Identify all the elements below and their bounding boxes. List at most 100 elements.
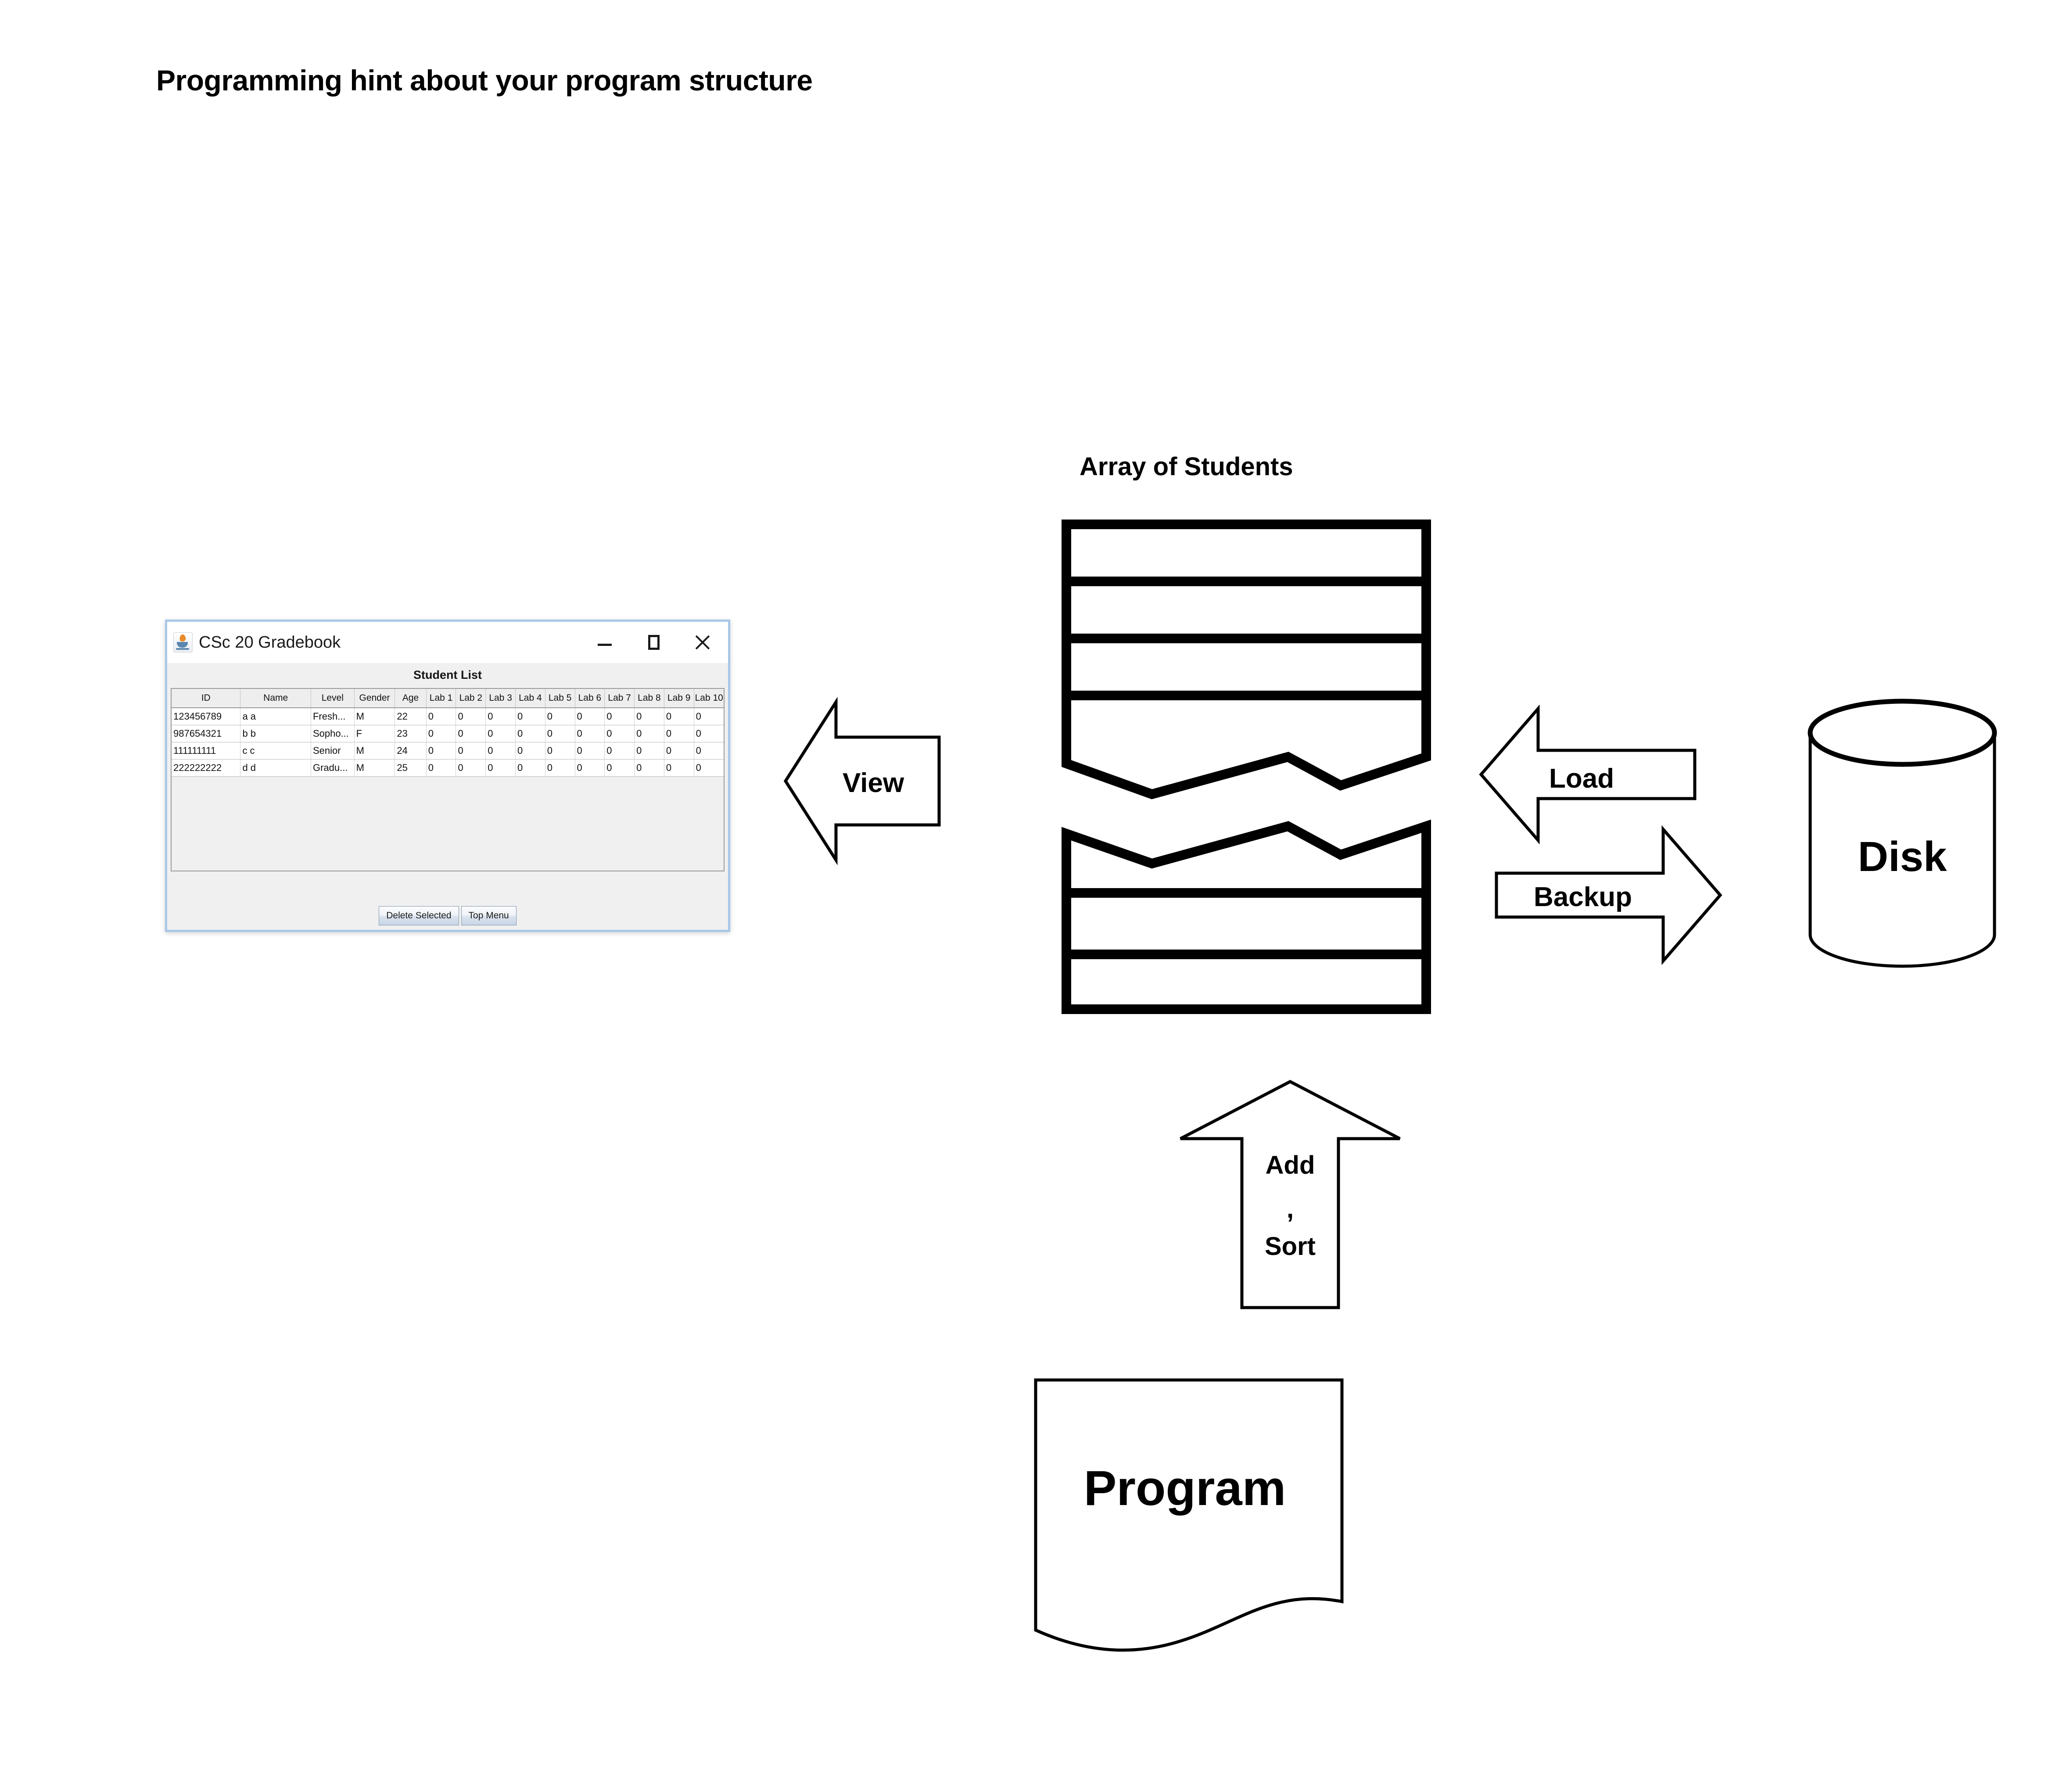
table-cell[interactable]: 0 [604, 725, 635, 742]
column-header-lab-4[interactable]: Lab 4 [515, 689, 545, 708]
table-cell[interactable]: 0 [426, 742, 456, 760]
table-cell[interactable]: c c [240, 742, 311, 760]
column-header-lab-2[interactable]: Lab 2 [456, 689, 486, 708]
table-cell[interactable]: 0 [545, 759, 575, 777]
array-top-block [1062, 520, 1431, 799]
table-cell[interactable]: F [354, 725, 395, 742]
table-cell[interactable]: 987654321 [172, 725, 241, 742]
view-arrow: View [783, 697, 941, 865]
table-cell[interactable]: 0 [515, 725, 545, 742]
table-cell[interactable]: 22 [395, 708, 427, 725]
column-header-lab-6[interactable]: Lab 6 [575, 689, 605, 708]
column-header-lab-1[interactable]: Lab 1 [426, 689, 456, 708]
column-header-lab-10[interactable]: Lab 10 [694, 689, 724, 708]
table-cell[interactable]: 0 [485, 708, 516, 725]
maximize-icon[interactable] [644, 632, 664, 652]
table-cell[interactable]: 23 [395, 725, 427, 742]
program-label: Program [1084, 1461, 1286, 1516]
column-header-lab-9[interactable]: Lab 9 [664, 689, 694, 708]
top-menu-button[interactable]: Top Menu [461, 906, 517, 925]
table-cell[interactable]: 0 [575, 759, 605, 777]
table-cell[interactable]: 0 [604, 759, 635, 777]
table-cell[interactable]: 0 [664, 708, 694, 725]
column-header-name[interactable]: Name [240, 689, 311, 708]
table-cell[interactable]: M [354, 759, 395, 777]
table-cell[interactable]: 0 [456, 759, 486, 777]
table-cell[interactable]: 0 [634, 708, 664, 725]
table-empty-area [172, 777, 724, 871]
window-controls [595, 622, 713, 663]
table-cell[interactable]: M [354, 708, 395, 725]
table-cell[interactable]: 0 [515, 759, 545, 777]
table-cell[interactable]: 0 [664, 742, 694, 760]
table-cell[interactable]: 0 [426, 708, 456, 725]
table-cell[interactable]: 123456789 [172, 708, 241, 725]
delete-selected-button[interactable]: Delete Selected [379, 906, 459, 925]
column-header-gender[interactable]: Gender [354, 689, 395, 708]
table-cell[interactable]: 0 [694, 725, 724, 742]
table-cell[interactable]: 0 [545, 725, 575, 742]
close-icon[interactable] [693, 632, 713, 652]
table-cell[interactable]: 24 [395, 742, 427, 760]
table-cell[interactable]: 0 [426, 725, 456, 742]
table-cell[interactable]: 0 [515, 742, 545, 760]
column-header-lab-5[interactable]: Lab 5 [545, 689, 575, 708]
table-cell[interactable]: 0 [456, 708, 486, 725]
sort-arrow-label: Sort [1265, 1232, 1316, 1261]
table-cell[interactable]: 0 [634, 725, 664, 742]
table-cell[interactable]: Sopho... [311, 725, 355, 742]
table-cell[interactable]: 0 [456, 742, 486, 760]
program-document: Program [1034, 1378, 1344, 1652]
table-cell[interactable]: Fresh... [311, 708, 355, 725]
table-cell[interactable]: 111111111 [172, 742, 241, 760]
column-header-age[interactable]: Age [395, 689, 427, 708]
column-header-lab-8[interactable]: Lab 8 [634, 689, 664, 708]
column-header-id[interactable]: ID [172, 689, 241, 708]
table-cell[interactable]: 0 [694, 742, 724, 760]
window-button-bar: Delete Selected Top Menu [167, 906, 728, 925]
column-header-lab-3[interactable]: Lab 3 [485, 689, 516, 708]
table-cell[interactable]: 0 [545, 708, 575, 725]
table-cell[interactable]: Senior [311, 742, 355, 760]
table-cell[interactable]: 0 [634, 759, 664, 777]
table-cell[interactable]: a a [240, 708, 311, 725]
table-cell[interactable]: 0 [694, 759, 724, 777]
table-cell[interactable]: 0 [634, 742, 664, 760]
table-cell[interactable]: 0 [575, 725, 605, 742]
table-cell[interactable]: 0 [604, 708, 635, 725]
backup-arrow: Backup [1495, 825, 1722, 965]
table-cell[interactable]: 0 [485, 725, 516, 742]
student-list-heading: Student List [413, 668, 482, 681]
table-cell[interactable]: 0 [575, 708, 605, 725]
table-cell[interactable]: M [354, 742, 395, 760]
table-cell[interactable]: 0 [604, 742, 635, 760]
gradebook-window[interactable]: CSc 20 Gradebook Student List [165, 620, 730, 932]
table-cell[interactable]: 0 [456, 725, 486, 742]
minimize-icon[interactable] [595, 632, 615, 652]
table-cell[interactable]: 0 [426, 759, 456, 777]
window-title-bar[interactable]: CSc 20 Gradebook [167, 622, 728, 663]
table-cell[interactable]: 0 [485, 742, 516, 760]
column-header-lab-7[interactable]: Lab 7 [604, 689, 635, 708]
table-cell[interactable]: Gradu... [311, 759, 355, 777]
table-cell[interactable]: d d [240, 759, 311, 777]
table-cell[interactable]: 0 [545, 742, 575, 760]
table-cell[interactable]: 0 [515, 708, 545, 725]
table-cell[interactable]: 0 [664, 759, 694, 777]
table-cell[interactable]: 0 [485, 759, 516, 777]
table-cell[interactable]: 0 [694, 708, 724, 725]
table-cell[interactable]: 0 [575, 742, 605, 760]
table-cell[interactable]: b b [240, 725, 311, 742]
table-cell[interactable]: 0 [664, 725, 694, 742]
column-header-level[interactable]: Level [311, 689, 355, 708]
table-cell[interactable]: 222222222 [172, 759, 241, 777]
table-cell[interactable]: 25 [395, 759, 427, 777]
